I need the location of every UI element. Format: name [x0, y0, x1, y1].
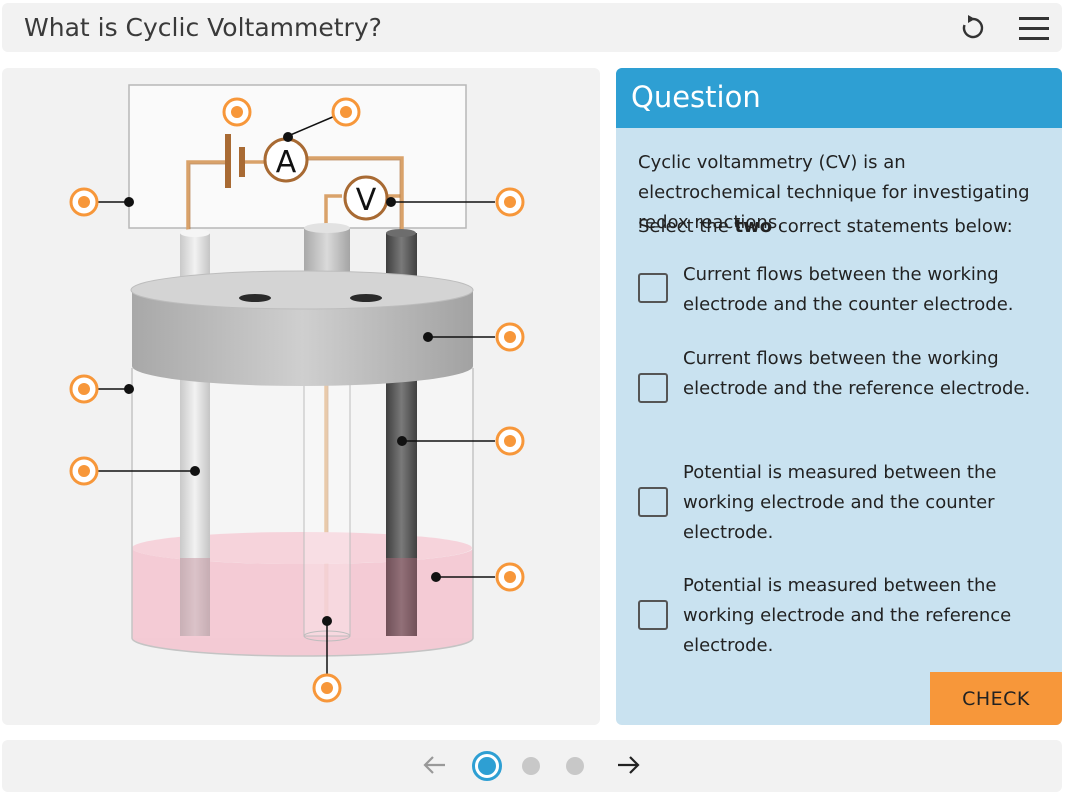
- hamburger-menu-icon[interactable]: [1017, 15, 1051, 43]
- pagination-bar: [2, 740, 1062, 792]
- arrow-left-icon[interactable]: [419, 752, 449, 778]
- option-1-checkbox[interactable]: [638, 273, 668, 303]
- cell-lid: [132, 290, 473, 387]
- hotspot-reference-electrode[interactable]: [312, 673, 342, 703]
- option-1-label: Current flows between the working electr…: [683, 264, 1014, 315]
- battery-icon: [225, 134, 231, 188]
- hotspot-solution[interactable]: [495, 562, 525, 592]
- page-dot-3[interactable]: [566, 757, 584, 775]
- counter-electrode: [386, 368, 417, 636]
- page-dot-2[interactable]: [522, 757, 540, 775]
- page-title: What is Cyclic Voltammetry?: [24, 13, 382, 42]
- hotspot-potentiostat[interactable]: [69, 187, 99, 217]
- arrow-right-icon[interactable]: [614, 752, 644, 778]
- voltmeter-icon: [343, 175, 389, 221]
- option-2-checkbox[interactable]: [638, 373, 668, 403]
- emphasis-two: two: [734, 216, 773, 237]
- option-3-checkbox[interactable]: [638, 487, 668, 517]
- question-panel: Question Cyclic voltammetry (CV) is an e…: [616, 68, 1062, 725]
- reload-icon[interactable]: [958, 13, 988, 43]
- hotspot-battery[interactable]: [222, 97, 252, 127]
- page-dot-1-active[interactable]: [472, 751, 502, 781]
- hotspot-lid[interactable]: [495, 322, 525, 352]
- hotspot-working-electrode[interactable]: [69, 456, 99, 486]
- question-intro: Cyclic voltammetry (CV) is an electroche…: [638, 152, 1030, 233]
- check-button[interactable]: CHECK: [930, 672, 1062, 725]
- option-3-label: Potential is measured between the workin…: [683, 462, 997, 543]
- option-4-label: Potential is measured between the workin…: [683, 575, 1012, 656]
- hotspot-counter-electrode[interactable]: [495, 426, 525, 456]
- diagram-panel: A V: [2, 68, 600, 725]
- option-4-checkbox[interactable]: [638, 600, 668, 630]
- header-bar: What is Cyclic Voltammetry?: [2, 3, 1062, 52]
- option-2-label: Current flows between the working electr…: [683, 348, 1031, 399]
- ammeter-label: A: [276, 145, 297, 180]
- question-heading: Question: [631, 80, 761, 114]
- voltmeter-label: V: [356, 183, 377, 218]
- reference-electrode-tube: [303, 367, 351, 637]
- question-instruction: Select the two correct statements below:: [638, 216, 1013, 237]
- electrochemical-cell-diagram: A V: [69, 84, 525, 703]
- question-header: Question: [616, 68, 1062, 128]
- hotspot-ammeter[interactable]: [331, 97, 361, 127]
- hotspot-voltmeter[interactable]: [495, 187, 525, 217]
- hotspot-beaker[interactable]: [69, 374, 99, 404]
